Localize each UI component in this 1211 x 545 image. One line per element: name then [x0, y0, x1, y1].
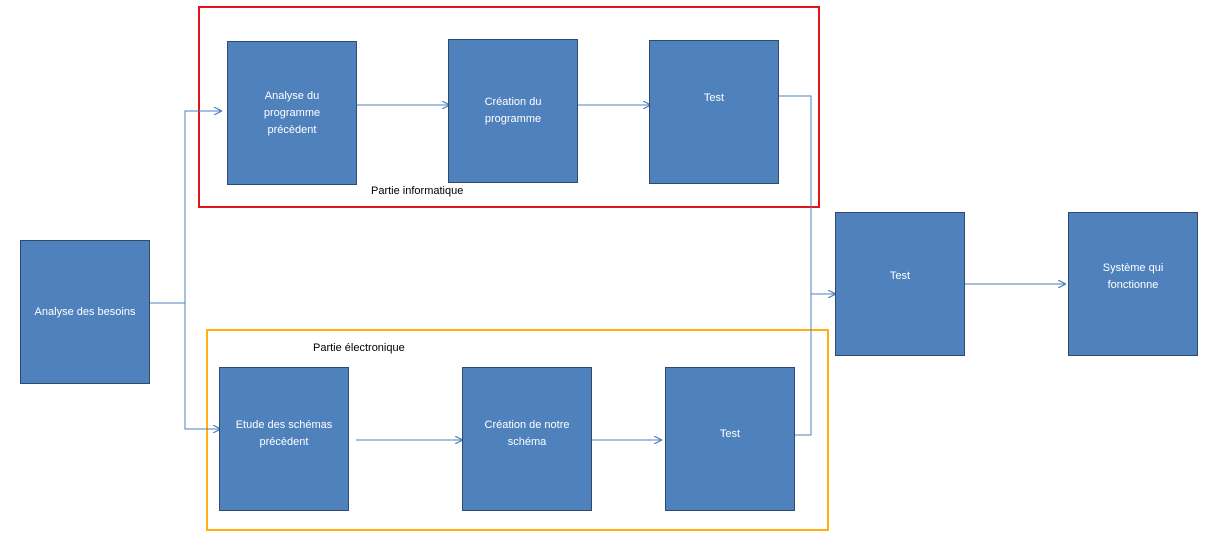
node-creation-programme: Création du programme [448, 39, 578, 183]
arrow-test-elec-to-merge [794, 294, 812, 436]
node-analyse-besoins-label: Analyse des besoins [34, 305, 136, 318]
arrow-besoins-to-programme [149, 111, 221, 304]
node-test-informatique: Test [649, 40, 779, 184]
node-systeme-fonctionne: Système qui fonctionne [1068, 212, 1198, 356]
node-creation-programme-label: Création du programme [484, 96, 542, 125]
arrow-besoins-to-schemas [184, 303, 220, 429]
node-systeme-fonctionne-label: Système qui fonctionne [1102, 262, 1164, 291]
group-partie-electronique [206, 329, 829, 531]
node-creation-schema-label: Création de notre schéma [484, 419, 570, 448]
node-test-informatique-label: Test [703, 91, 725, 104]
node-analyse-programme: Analyse du programme précèdent [227, 41, 357, 185]
group-label-electronique: Partie électronique [313, 342, 405, 354]
group-partie-informatique [198, 6, 820, 208]
arrow-test-info-to-test-final [778, 95, 835, 294]
node-analyse-besoins: Analyse des besoins [20, 240, 150, 384]
node-test-electronique-label: Test [719, 427, 741, 440]
node-test-final: Test [835, 212, 965, 356]
node-etude-schemas: Etude des schémas précèdent [219, 367, 349, 511]
group-label-informatique: Partie informatique [371, 185, 464, 197]
node-etude-schemas-label: Etude des schémas précèdent [235, 419, 333, 448]
node-analyse-programme-label: Analyse du programme précèdent [263, 89, 321, 136]
node-creation-schema: Création de notre schéma [462, 367, 592, 511]
node-test-electronique: Test [665, 367, 795, 511]
node-test-final-label: Test [889, 269, 911, 282]
